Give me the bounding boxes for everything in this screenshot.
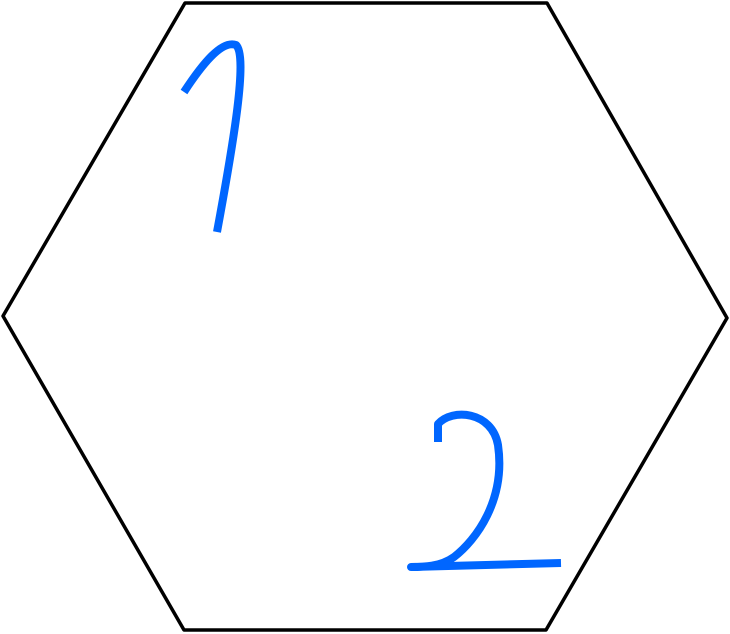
label-1: 1 — [180, 40, 245, 233]
label-2: 2 — [407, 410, 562, 571]
handwritten-digit-one — [180, 40, 245, 233]
handwritten-digit-two — [407, 410, 562, 571]
